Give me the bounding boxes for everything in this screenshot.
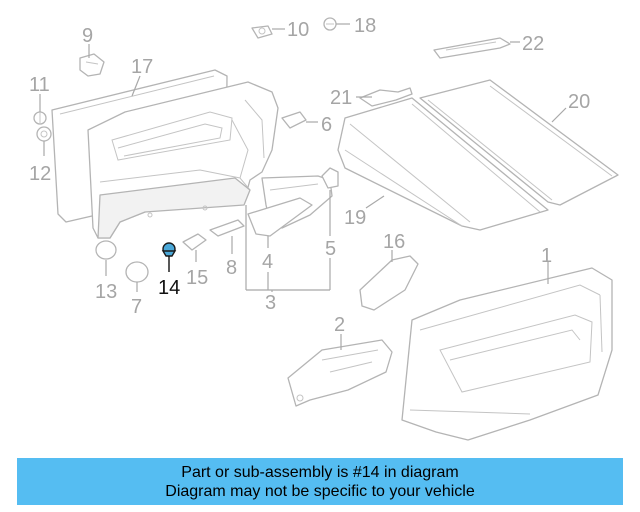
part-15-clip: [182, 233, 207, 251]
callout-9: 9: [82, 25, 93, 47]
part-1-lower-trim: [401, 267, 613, 441]
callout-1: 1: [541, 245, 552, 267]
callout-21: 21: [330, 87, 352, 109]
callout-labels: 9 10 18 22 17 11 12 21 6 20 19 5 4 3 8 1…: [29, 15, 590, 336]
leader-lines: [39, 23, 567, 350]
part-18-fastener: [323, 17, 337, 31]
part-14-highlighted: [161, 242, 177, 257]
callout-13: 13: [95, 281, 117, 303]
part-21-bracket: [359, 87, 413, 107]
callout-19: 19: [344, 207, 366, 229]
callout-4: 4: [262, 251, 273, 273]
callout-20: 20: [568, 91, 590, 113]
part-11-push-pin: [33, 111, 47, 125]
banner-line-part-number: Part or sub-assembly is #14 in diagram: [181, 463, 459, 481]
banner-line-disclaimer: Diagram may not be specific to your vehi…: [165, 482, 475, 500]
parts-diagram: 9 10 18 22 17 11 12 21 6 20 19 5 4 3 8 1…: [29, 15, 619, 441]
part-13-button: [95, 240, 117, 260]
part-6-clip: [281, 111, 307, 129]
part-22-handle: [433, 37, 511, 59]
callout-3: 3: [265, 292, 276, 314]
callout-12: 12: [29, 163, 51, 185]
part-7-cap: [125, 261, 149, 283]
callout-18: 18: [354, 15, 376, 37]
part-12-clip: [36, 126, 52, 142]
part-20-cargo-cover: [419, 79, 619, 206]
part-8-pad: [209, 219, 245, 237]
part-2-bracket: [287, 339, 393, 407]
callout-11: 11: [29, 74, 50, 96]
callout-7: 7: [131, 296, 142, 318]
part-16-pad: [359, 255, 419, 311]
callout-10: 10: [287, 19, 309, 41]
part-19-floor-panel: [337, 97, 549, 231]
info-banner: Part or sub-assembly is #14 in diagram D…: [17, 458, 623, 505]
callout-15: 15: [186, 267, 208, 289]
callout-22: 22: [522, 33, 544, 55]
callout-8: 8: [226, 257, 237, 279]
callout-2: 2: [334, 314, 345, 336]
callout-16: 16: [383, 231, 405, 253]
part-4-scuff-plate: [247, 197, 313, 237]
part-9-bracket: [79, 53, 105, 77]
callout-5: 5: [325, 238, 336, 260]
part-quarter-trim-panel: [87, 81, 279, 239]
callout-17: 17: [131, 56, 153, 78]
callout-6: 6: [321, 114, 332, 136]
callout-14-highlighted: 14: [158, 277, 180, 299]
part-5-clip: [321, 167, 339, 189]
part-10-screw: [251, 25, 273, 39]
